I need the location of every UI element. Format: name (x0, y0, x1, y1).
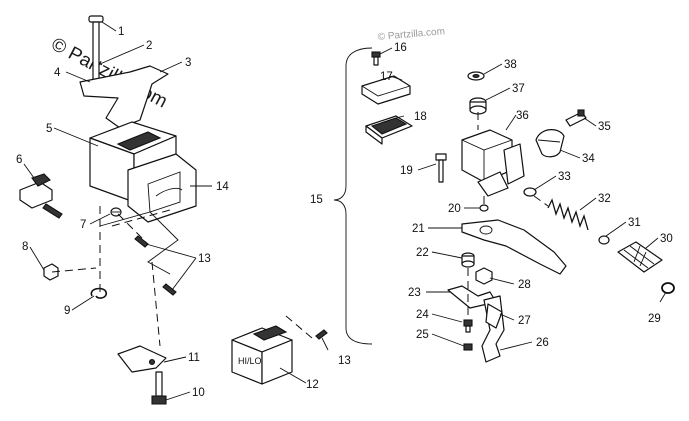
part-screw-13b (162, 283, 177, 296)
part-washer-31 (598, 235, 610, 245)
callout-22: 22 (416, 247, 429, 259)
callout-5: 5 (46, 123, 52, 135)
part-washer-38 (467, 71, 485, 81)
callout-19: 19 (400, 165, 413, 177)
part-bushing-37 (469, 97, 487, 115)
callout-24: 24 (416, 309, 429, 321)
callout-37: 37 (512, 83, 525, 95)
part-screw-13c (315, 329, 328, 340)
part-washer-33 (523, 187, 537, 197)
part-nut-8 (43, 263, 59, 281)
part-oring-29 (661, 282, 675, 294)
part-spring-32 (547, 198, 589, 231)
callout-13a: 13 (198, 253, 211, 265)
callout-27: 27 (518, 315, 531, 327)
part-bolt-10 (151, 371, 167, 405)
callout-8: 8 (22, 241, 28, 253)
part-screw-24 (463, 319, 473, 333)
callout-28: 28 (518, 279, 531, 291)
callout-15: 15 (310, 194, 323, 206)
callout-31: 31 (628, 217, 641, 229)
callout-16: 16 (394, 42, 407, 54)
part-bracket-3 (79, 65, 169, 129)
callout-23: 23 (408, 287, 421, 299)
part-pivot-20 (479, 204, 489, 212)
callout-26: 26 (536, 337, 549, 349)
callout-11: 11 (188, 352, 200, 364)
part-plate-11 (117, 345, 167, 373)
part-bolt-19 (435, 153, 447, 183)
part-screw-35 (565, 109, 587, 127)
hilo-switch-label: HI/LO (238, 356, 262, 366)
part-bushing-22 (461, 252, 475, 268)
part-nut-6 (19, 173, 63, 219)
callout-3: 3 (185, 57, 191, 69)
callout-12: 12 (306, 379, 319, 391)
callout-14: 14 (216, 181, 229, 193)
callout-30: 30 (660, 233, 673, 245)
assembly-lines-right (467, 112, 549, 320)
callout-36: 36 (516, 110, 529, 122)
callout-25: 25 (416, 329, 429, 341)
part-brake-lever-21 (461, 219, 567, 275)
callout-7: 7 (80, 219, 86, 231)
leader-lines (23, 21, 667, 401)
part-hilo-switch-12: HI/LO (231, 325, 293, 385)
callout-13b: 13 (338, 355, 351, 367)
callout-32: 32 (598, 193, 611, 205)
callout-33: 33 (558, 171, 571, 183)
part-clip-9 (90, 287, 108, 299)
watermark-secondary: © Partzilla.com (377, 26, 445, 43)
callout-20: 20 (448, 203, 461, 215)
group-brace-15 (333, 47, 373, 345)
part-nut-28 (475, 267, 493, 285)
part-bracket-27 (485, 303, 503, 329)
callout-35: 35 (598, 121, 611, 133)
part-bolt-1 (88, 15, 104, 95)
callout-21: 21 (412, 223, 425, 235)
part-master-cylinder-36 (461, 129, 525, 197)
callout-6: 6 (16, 154, 22, 166)
callout-2: 2 (146, 40, 152, 52)
callout-17: 17 (380, 71, 393, 83)
callout-34: 34 (582, 153, 595, 165)
part-switch-boot-14 (127, 153, 197, 223)
part-clamp-34 (535, 129, 565, 158)
callout-38: 38 (504, 59, 517, 71)
part-washer-25 (463, 343, 473, 351)
assembly-lines-left (51, 206, 313, 347)
part-diaphragm-18 (365, 115, 413, 145)
callout-numbers: 1 2 3 4 5 6 7 8 9 10 11 12 13 13 14 15 1… (16, 26, 673, 399)
callout-1: 1 (118, 26, 124, 38)
part-brake-switch-26 (481, 295, 505, 363)
callout-18: 18 (414, 111, 427, 123)
callout-4: 4 (54, 67, 61, 79)
part-screw-13a (134, 235, 149, 248)
part-plate-outline (99, 211, 179, 275)
callout-9: 9 (64, 305, 70, 317)
callout-29: 29 (648, 313, 661, 325)
part-cover-17 (361, 75, 411, 105)
part-screw-16 (371, 51, 381, 66)
callout-10: 10 (192, 387, 205, 399)
part-piston-30 (617, 241, 663, 273)
